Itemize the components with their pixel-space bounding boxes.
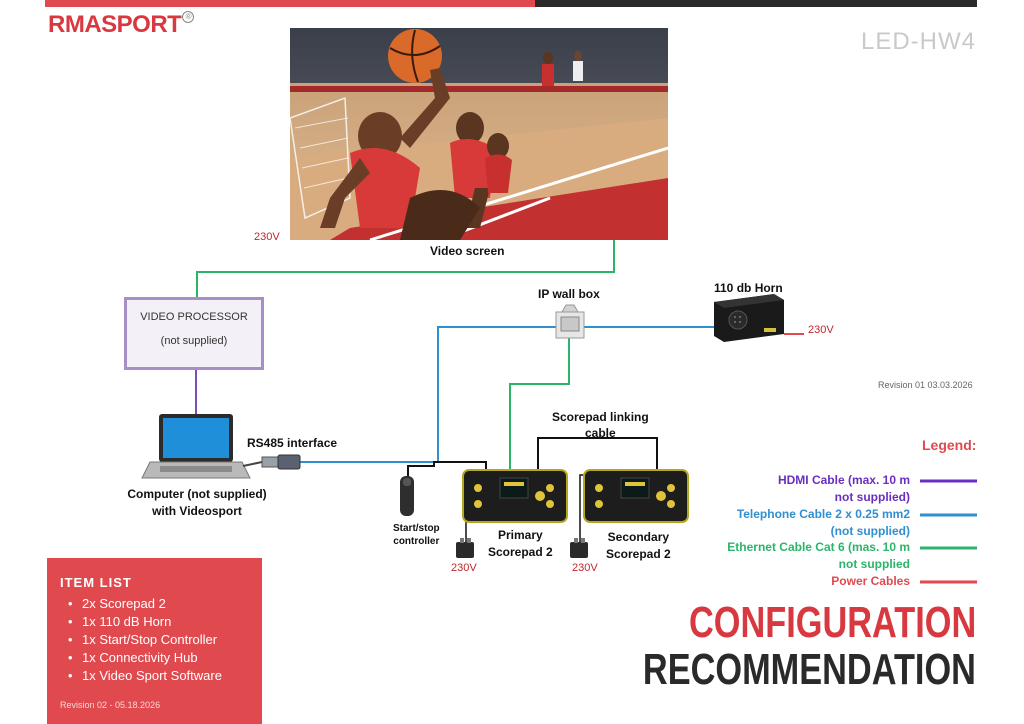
laptop-icon <box>141 414 251 479</box>
legend-ethernet-line2: not supplied <box>838 557 910 571</box>
startstop-cable <box>407 461 487 478</box>
ethernet-cable-wallbox-scorepad <box>509 338 570 470</box>
legend-power: Power Cables <box>831 573 910 590</box>
list-item: 1x 110 dB Horn <box>60 613 222 631</box>
computer-label: Computer (not supplied) with Videosport <box>126 486 268 520</box>
primary-voltage: 230V <box>451 562 477 574</box>
legend-ethernet: Ethernet Cable Cat 6 (mas. 10 m not supp… <box>727 539 910 573</box>
item-list: 2x Scorepad 2 1x 110 dB Horn 1x Start/St… <box>60 595 222 685</box>
headline-line1: CONFIGURATION <box>688 598 976 647</box>
video-screen-voltage: 230V <box>254 231 280 243</box>
secondary-voltage: 230V <box>572 562 598 574</box>
linking-cable-label: Scorepad linking cable <box>552 409 649 441</box>
telephone-cable-rs485-wallbox <box>300 326 556 463</box>
horn-icon <box>714 294 784 342</box>
top-bar-accent <box>45 0 535 7</box>
legend-power-line1: Power Cables <box>831 574 910 588</box>
headline-line2: RECOMMENDATION <box>642 645 976 694</box>
legend-telephone-line2: (not supplied) <box>830 524 910 538</box>
video-processor-box: VIDEO PROCESSOR (not supplied) <box>124 297 264 370</box>
ethernet-cable-screen-processor <box>196 240 615 298</box>
legend-hdmi-line2: not supplied) <box>834 490 910 504</box>
list-item: 2x Scorepad 2 <box>60 595 222 613</box>
linking-cable-label-line1: Scorepad linking <box>552 410 649 424</box>
brand-logo-part2: SPORT <box>101 11 182 38</box>
primary-scorepad-label-line1: Primary <box>498 528 543 542</box>
computer-label-line1: Computer (not supplied) <box>127 487 267 501</box>
list-item: 1x Video Sport Software <box>60 667 222 685</box>
revision-right: Revision 01 03.03.2026 <box>878 380 973 390</box>
startstop-label-line1: Start/stop <box>393 523 440 534</box>
brand-logo: RMASPORT® <box>48 11 195 39</box>
startstop-label-line2: controller <box>393 536 440 547</box>
model-title: LED-HW4 <box>860 28 976 55</box>
legend-hdmi: HDMI Cable (max. 10 m not supplied) <box>778 472 910 506</box>
horn-label: 110 db Horn <box>714 281 783 295</box>
item-list-panel: ITEM LIST 2x Scorepad 2 1x 110 dB Horn 1… <box>47 558 262 724</box>
list-item: 1x Connectivity Hub <box>60 649 222 667</box>
video-screen-image <box>290 28 668 240</box>
horn-voltage: 230V <box>808 324 834 336</box>
legend-telephone-line1: Telephone Cable 2 x 0.25 mm2 <box>736 507 910 521</box>
startstop-controller-icon <box>400 476 414 516</box>
primary-scorepad-label-line2: Scorepad 2 <box>488 545 553 559</box>
legend-title: Legend: <box>922 437 977 453</box>
item-list-revision: Revision 02 - 05.18.2026 <box>60 700 161 710</box>
top-bar-dark <box>535 0 977 7</box>
item-list-title: ITEM LIST <box>60 575 132 590</box>
brand-logo-part1: RMA <box>48 11 102 38</box>
legend-telephone: Telephone Cable 2 x 0.25 mm2 (not suppli… <box>737 506 910 540</box>
video-processor-title: VIDEO PROCESSOR <box>140 311 248 323</box>
list-item: 1x Start/Stop Controller <box>60 631 222 649</box>
legend-hdmi-line1: HDMI Cable (max. 10 m <box>777 473 910 487</box>
ip-wall-box-icon <box>555 304 585 339</box>
primary-power-plug-icon <box>456 538 474 558</box>
secondary-scorepad-label: Secondary Scorepad 2 <box>606 529 671 563</box>
registered-mark: ® <box>182 11 195 23</box>
legend-ethernet-line1: Ethernet Cable Cat 6 (mas. 10 m <box>727 540 910 554</box>
linking-cable-label-line2: cable <box>585 426 616 440</box>
scorepad-linking-cable <box>537 437 658 470</box>
secondary-scorepad-label-line1: Secondary <box>607 530 670 544</box>
startstop-label: Start/stop controller <box>393 522 440 548</box>
computer-label-line2: with Videosport <box>152 504 242 518</box>
primary-scorepad-label: Primary Scorepad 2 <box>488 527 553 561</box>
video-screen-label: Video screen <box>430 244 505 258</box>
secondary-scorepad-label-line2: Scorepad 2 <box>606 547 671 561</box>
ip-wall-box-label: IP wall box <box>538 287 600 301</box>
secondary-power-plug-icon <box>570 538 588 558</box>
primary-scorepad-icon <box>462 469 568 523</box>
rs485-adapter-icon <box>242 454 301 470</box>
secondary-scorepad-icon <box>583 469 689 523</box>
rs485-label: RS485 interface <box>247 436 338 450</box>
video-processor-note: (not supplied) <box>160 335 228 347</box>
